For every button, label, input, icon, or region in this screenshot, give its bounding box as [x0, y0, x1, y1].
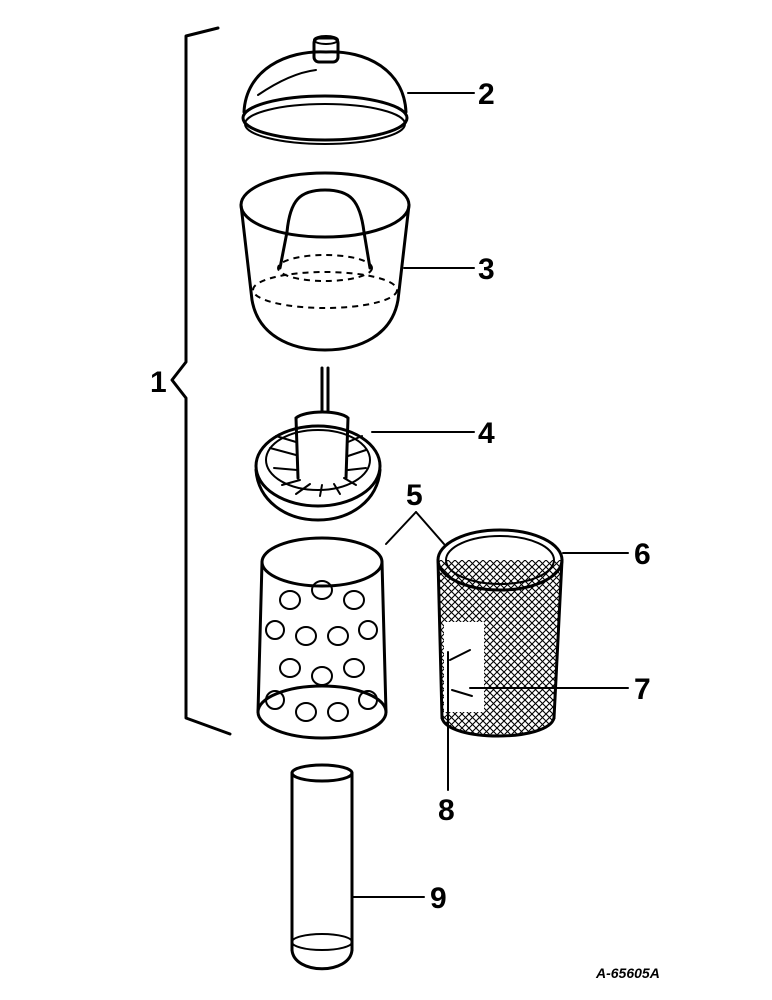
mesh-screen-part — [436, 528, 564, 738]
perforated-filter-element — [256, 536, 388, 740]
leader-lines — [352, 92, 629, 898]
callout-2: 2 — [478, 78, 495, 111]
assembly-bracket — [170, 26, 232, 736]
cover-cap-part — [241, 35, 409, 145]
baffle-part — [254, 366, 382, 522]
callout-5: 5 — [406, 479, 423, 512]
oil-cup-part — [239, 171, 411, 352]
callout-8: 8 — [438, 794, 455, 827]
callout-4: 4 — [478, 417, 495, 450]
reference-code: A-65605A — [595, 965, 660, 981]
callout-6: 6 — [634, 538, 651, 571]
callout-3: 3 — [478, 253, 495, 286]
callout-1: 1 — [150, 366, 167, 399]
center-tube-part — [290, 763, 354, 971]
callout-9: 9 — [430, 882, 447, 915]
callout-7: 7 — [634, 673, 651, 706]
